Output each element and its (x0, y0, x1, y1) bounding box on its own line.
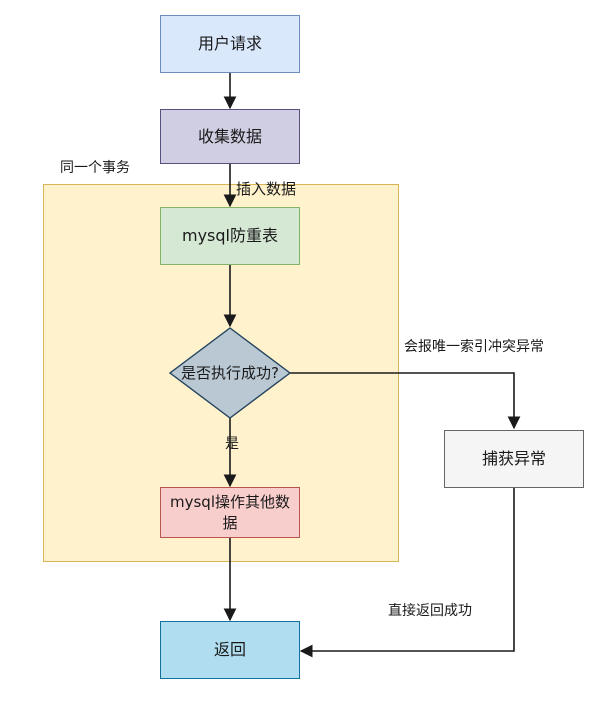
decision-diamond (168, 327, 292, 419)
unique-conflict-label: 会报唯一索引冲突异常 (404, 339, 544, 355)
edge-decision-to-catch (290, 372, 521, 430)
transaction-label: 同一个事务 (60, 160, 130, 176)
decision-label: 是否执行成功? (181, 363, 279, 382)
collect-data-node: 收集数据 (160, 109, 300, 164)
user-request-node: 用户请求 (160, 15, 300, 73)
edge-catch-to-return (299, 488, 515, 658)
other-ops-line1: mysql操作其他数 (170, 493, 290, 512)
catch-exception-node: 捕获异常 (444, 430, 584, 488)
antidup-table-node: mysql防重表 (160, 207, 300, 265)
return-success-label: 直接返回成功 (388, 603, 472, 619)
other-ops-node: mysql操作其他数 据 (160, 487, 300, 538)
other-ops-line2: 据 (222, 513, 238, 532)
yes-label: 是 (225, 436, 239, 452)
insert-data-label: 插入数据 (236, 180, 297, 198)
return-node: 返回 (160, 621, 300, 679)
